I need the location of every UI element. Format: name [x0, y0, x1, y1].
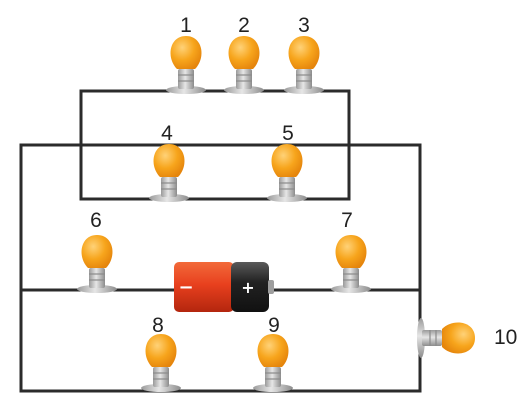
bulb-7 [331, 235, 371, 293]
bulb-label-2: 2 [238, 14, 250, 37]
bulb-4 [149, 144, 189, 202]
bulb-6 [77, 235, 117, 293]
bulb-label-10: 10 [494, 326, 517, 349]
bulb-3 [284, 36, 324, 94]
bulb-8 [141, 334, 181, 392]
bulb-labels: 1 2 3 4 5 6 7 8 9 10 [90, 14, 517, 349]
battery: − + [174, 262, 274, 312]
battery-plus-sign: + [241, 278, 254, 297]
bulb-5 [267, 144, 307, 202]
bulb-label-9: 9 [268, 314, 280, 337]
battery-minus-sign: − [178, 277, 193, 298]
bulb-label-6: 6 [90, 209, 102, 232]
bulb-label-5: 5 [282, 122, 294, 145]
bulb-label-4: 4 [161, 122, 173, 145]
outer-loop-wire [19, 143, 422, 393]
bulb-9 [253, 334, 293, 392]
bulb-label-7: 7 [341, 209, 353, 232]
bulb-2 [224, 36, 264, 94]
bulb-label-8: 8 [152, 314, 164, 337]
bulb-1 [166, 36, 206, 94]
bulb-label-1: 1 [180, 14, 192, 37]
bulb-label-3: 3 [298, 14, 310, 37]
bulb-10 [417, 318, 475, 358]
